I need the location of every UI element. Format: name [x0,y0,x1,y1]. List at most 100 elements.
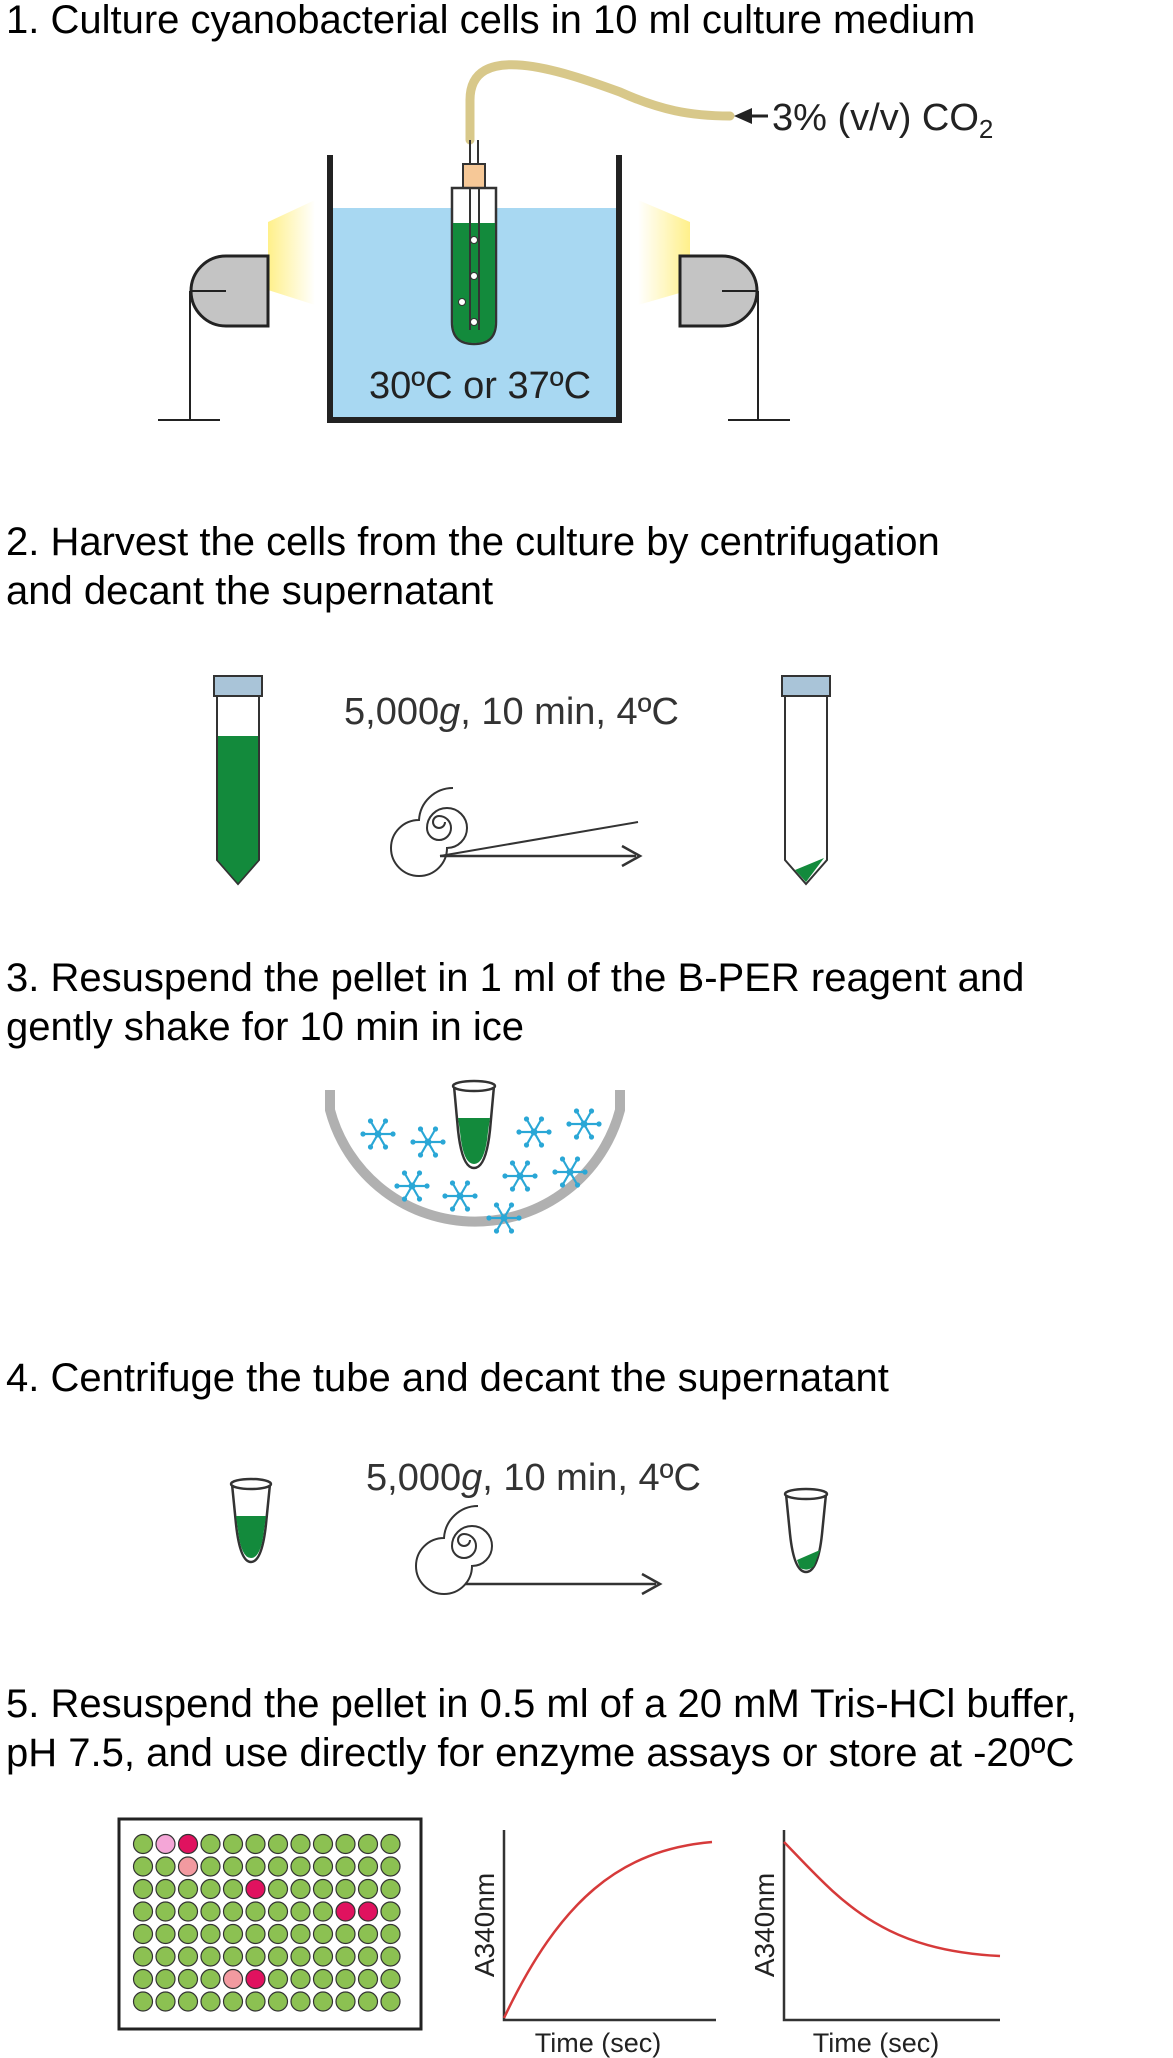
plate-well [335,1901,356,1922]
plate-well [290,1991,311,2012]
plate-well [155,1901,176,1922]
plate-well [222,1901,244,1922]
plate-well [177,1946,199,1967]
plate-well [222,1833,244,1855]
plate-well [132,1946,154,1967]
snowflake-icon [394,1170,430,1202]
snowflake-icon [516,1116,552,1148]
plate-well [357,1991,379,2012]
plate-well [357,1946,379,1967]
bubble [470,272,478,280]
temperature-label: 30ºC or 37ºC [369,365,591,407]
plate-well [357,1968,379,1990]
plate-well [335,1968,356,1990]
plate-well [155,1878,176,1900]
left-lamp [189,254,270,328]
plate-well [200,1923,221,1945]
snowflake-icon [442,1180,478,1212]
plate-well [132,1833,154,1855]
plate-well [200,1833,221,1855]
plate-well [177,1833,199,1855]
plate-well [380,1833,401,1855]
plate-well [312,1968,334,1990]
plate-well [222,1856,244,1877]
right-lamp [678,254,759,328]
plate-well [222,1946,244,1967]
plate-well [200,1878,221,1900]
step-3-title: 3. Resuspend the pellet in 1 ml of the B… [6,954,1024,1052]
graph-1-axes [502,1830,716,2022]
plate-well [380,1878,401,1900]
step-3-line-2: gently shake for 10 min in ice [6,1005,525,1049]
plate-well [267,1856,289,1877]
culture-setup-illustration: 3% (v/v) CO2 30ºC or 37ºC [158,60,993,423]
co2-arrowhead [734,108,752,124]
plate-well [155,1856,176,1877]
snowflake-icon [552,1156,588,1188]
plate-well [155,1833,176,1855]
water-bath-wall [327,155,622,423]
graph-1-ylabel: A340nm [469,1873,500,1977]
step-5-line-1: 5. Resuspend the pellet in 0.5 ml of a 2… [6,1682,1077,1726]
step-5-title: 5. Resuspend the pellet in 0.5 ml of a 2… [6,1680,1077,1778]
spin-spiral-icon [390,786,468,877]
plate-well [245,1968,266,1990]
graph-2-xlabel: Time (sec) [813,2028,940,2058]
plate-well [312,1923,334,1945]
step-1-line-1: 1. Culture cyanobacterial cells in 10 ml… [6,0,976,42]
plate-well [335,1833,356,1855]
plate-well [380,1991,401,2012]
microplate-wells [132,1833,401,2012]
centrifuge-label-2: 5,000g, 10 min, 4ºC [366,1457,701,1499]
plate-well [312,1991,334,2012]
snowflake-icon [360,1118,396,1150]
centrifuge-label: 5,000g, 10 min, 4ºC [344,691,679,733]
plate-well [312,1901,334,1922]
snowflake-icon [410,1126,446,1158]
plate-well [357,1901,379,1922]
spin-arrow [439,821,639,857]
plate-well [177,1856,199,1877]
microtube-before-liquid [236,1516,266,1558]
graph-1-xlabel: Time (sec) [535,2028,662,2058]
microtube-pellet [797,1550,820,1570]
plate-well [177,1901,199,1922]
plate-well [155,1968,176,1990]
step-1-title: 1. Culture cyanobacterial cells in 10 ml… [6,0,975,45]
microtube-before-rim [229,1477,273,1491]
plate-well [177,1878,199,1900]
plate-well [200,1968,221,1990]
plate-well [380,1923,401,1945]
plate-well [222,1878,244,1900]
ice-crystals [360,1108,602,1234]
pellet-tube [784,695,828,886]
plate-well [335,1878,356,1900]
plate-well [132,1968,154,1990]
plate-well [245,1946,266,1967]
snowflake-icon [502,1160,538,1192]
step-4-line-1: 4. Centrifuge the tube and decant the su… [6,1356,889,1400]
plate-well [290,1901,311,1922]
plate-well [267,1901,289,1922]
co2-tubing [465,60,735,145]
plate-well [335,1946,356,1967]
microtube-liquid [458,1118,490,1164]
plate-well [380,1968,401,1990]
plate-well [177,1991,199,2012]
microtube-after-rim [783,1487,829,1501]
ice-bowl [325,1090,625,1227]
left-light-beam [268,200,315,305]
right-light-beam [638,200,690,305]
plate-well [312,1833,334,1855]
step-2-title: 2. Harvest the cells from the culture by… [6,518,940,616]
plate-well [245,1923,266,1945]
bubble [470,318,478,326]
plate-well [335,1856,356,1877]
plate-well [245,1878,266,1900]
plate-well [290,1833,311,1855]
plate-well [155,1946,176,1967]
plate-well [155,1991,176,2012]
plate-well [267,1878,289,1900]
plate-well [222,1968,244,1990]
